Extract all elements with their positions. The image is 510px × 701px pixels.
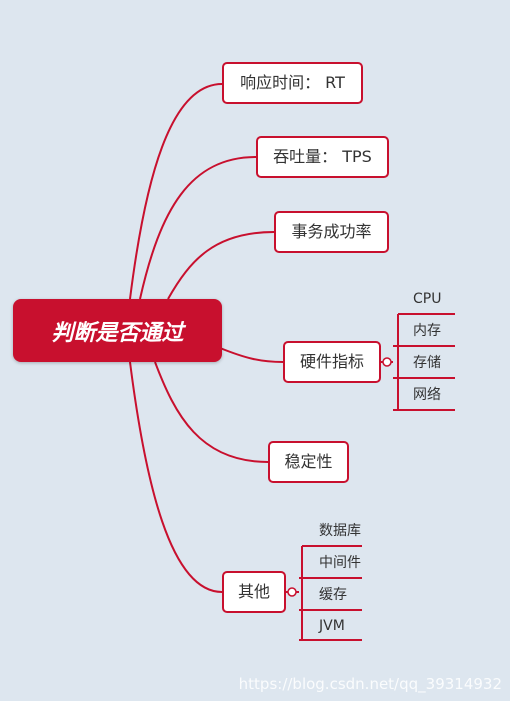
connector-other [129, 361, 223, 593]
node-stability-label: 稳定性 [284, 452, 333, 471]
root-node[interactable]: 判断是否通过 [13, 299, 222, 362]
leaf-network[interactable]: 网络 [413, 387, 441, 403]
node-success-rate-label: 事务成功率 [291, 222, 372, 241]
connector-success [167, 231, 275, 300]
node-throughput[interactable]: 吞吐量： TPS [256, 136, 389, 178]
connector-hardware [219, 347, 284, 363]
leaf-cache[interactable]: 缓存 [319, 587, 347, 603]
leaf-middleware[interactable]: 中间件 [319, 555, 361, 571]
leaf-memory[interactable]: 内存 [413, 323, 441, 339]
node-success-rate[interactable]: 事务成功率 [274, 211, 389, 253]
collapse-toggle-other [287, 587, 297, 597]
node-response-time[interactable]: 响应时间： RT [222, 62, 363, 104]
root-label: 判断是否通过 [51, 320, 184, 346]
node-hardware[interactable]: 硬件指标 [283, 341, 381, 383]
node-hardware-label: 硬件指标 [299, 352, 364, 371]
leaf-storage[interactable]: 存储 [413, 355, 441, 371]
connector-stability [154, 361, 269, 463]
watermark: https://blog.csdn.net/qq_39314932 [238, 675, 502, 693]
node-stability[interactable]: 稳定性 [268, 441, 349, 483]
node-throughput-label: 吞吐量： TPS [273, 147, 372, 166]
node-other-label: 其他 [237, 582, 270, 601]
node-other[interactable]: 其他 [222, 571, 286, 613]
leaf-jvm[interactable]: JVM [319, 618, 345, 634]
node-response-time-label: 响应时间： RT [240, 73, 345, 92]
connector-tps [139, 156, 257, 300]
leaf-cpu[interactable]: CPU [413, 291, 442, 307]
collapse-toggle-hardware [382, 357, 392, 367]
connector-rt [129, 83, 223, 300]
leaf-database[interactable]: 数据库 [319, 523, 361, 539]
